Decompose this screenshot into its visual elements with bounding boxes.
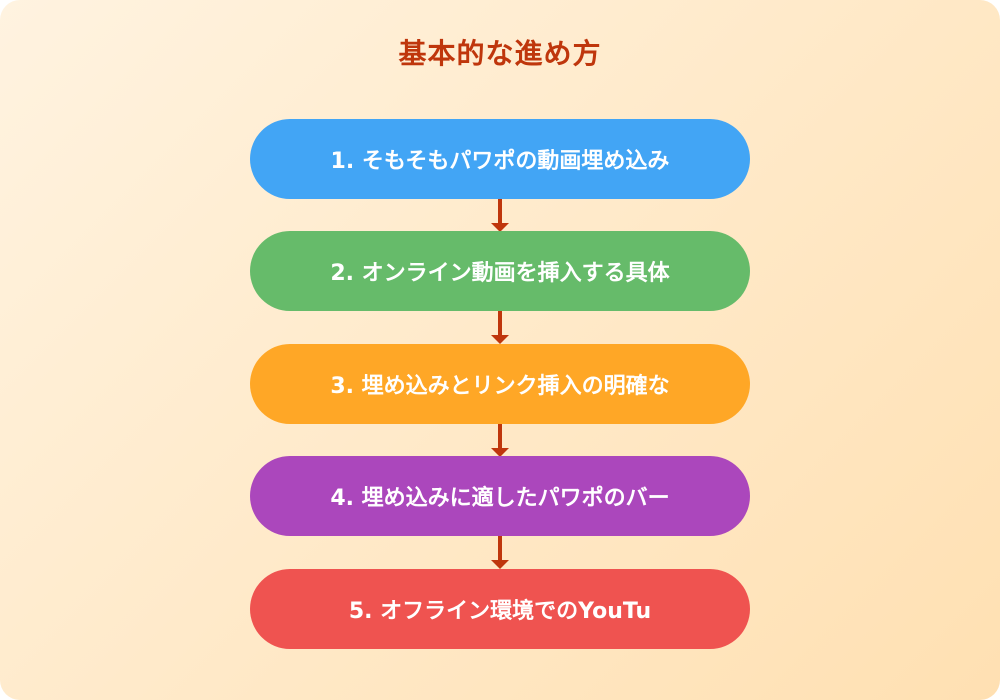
arrow-line	[498, 424, 502, 450]
arrow-line	[498, 199, 502, 225]
arrow-line	[498, 536, 502, 562]
arrow-down-icon	[491, 560, 509, 569]
arrow-2-to-3	[491, 311, 509, 344]
arrow-3-to-4	[491, 424, 509, 457]
step-4-node[interactable]: 4. 埋め込みに適したパワポのバー	[250, 456, 750, 536]
step-1-node[interactable]: 1. そもそもパワポの動画埋め込み	[250, 119, 750, 199]
arrow-4-to-5	[491, 536, 509, 569]
diagram-title: 基本的な進め方	[398, 37, 602, 70]
step-4-label: 4. 埋め込みに適したパワポのバー	[330, 486, 670, 511]
arrow-down-icon	[491, 448, 509, 457]
step-3-label: 3. 埋め込みとリンク挿入の明確な	[330, 374, 670, 399]
step-2-label: 2. オンライン動画を挿入する具体	[330, 261, 670, 286]
step-2-node[interactable]: 2. オンライン動画を挿入する具体	[250, 231, 750, 311]
step-1-label: 1. そもそもパワポの動画埋め込み	[330, 149, 670, 174]
step-5-label: 5. オフライン環境でのYouTu	[348, 599, 652, 624]
step-3-node[interactable]: 3. 埋め込みとリンク挿入の明確な	[250, 344, 750, 424]
arrow-down-icon	[491, 223, 509, 232]
arrow-down-icon	[491, 335, 509, 344]
step-5-node[interactable]: 5. オフライン環境でのYouTu	[250, 569, 750, 649]
arrow-1-to-2	[491, 199, 509, 232]
arrow-line	[498, 311, 502, 337]
